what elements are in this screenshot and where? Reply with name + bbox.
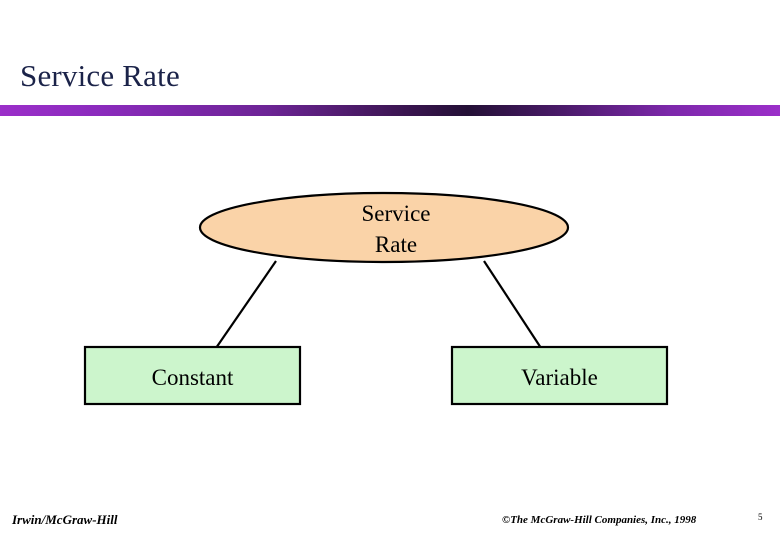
footer-page-number: 5 xyxy=(758,512,763,522)
title-divider-rule xyxy=(0,105,780,116)
node-constant-label: Constant xyxy=(151,365,234,390)
connector-root-to-variable xyxy=(483,260,542,349)
node-service-rate-ellipse[interactable] xyxy=(198,191,570,264)
node-service-rate-label-line1: Service xyxy=(361,201,431,226)
footer-copyright: ©The McGraw-Hill Companies, Inc., 1998 xyxy=(502,514,697,526)
page-title: Service Rate xyxy=(20,58,180,93)
node-service-rate-label: Service Rate xyxy=(200,198,568,260)
node-variable-box[interactable] xyxy=(450,345,669,406)
node-service-rate-label-line2: Rate xyxy=(374,232,418,257)
node-constant-box[interactable] xyxy=(83,345,302,406)
node-variable-label: Variable xyxy=(521,365,598,390)
footer-brand: Irwin/McGraw-Hill xyxy=(12,512,118,527)
connector-root-to-constant xyxy=(215,260,277,349)
